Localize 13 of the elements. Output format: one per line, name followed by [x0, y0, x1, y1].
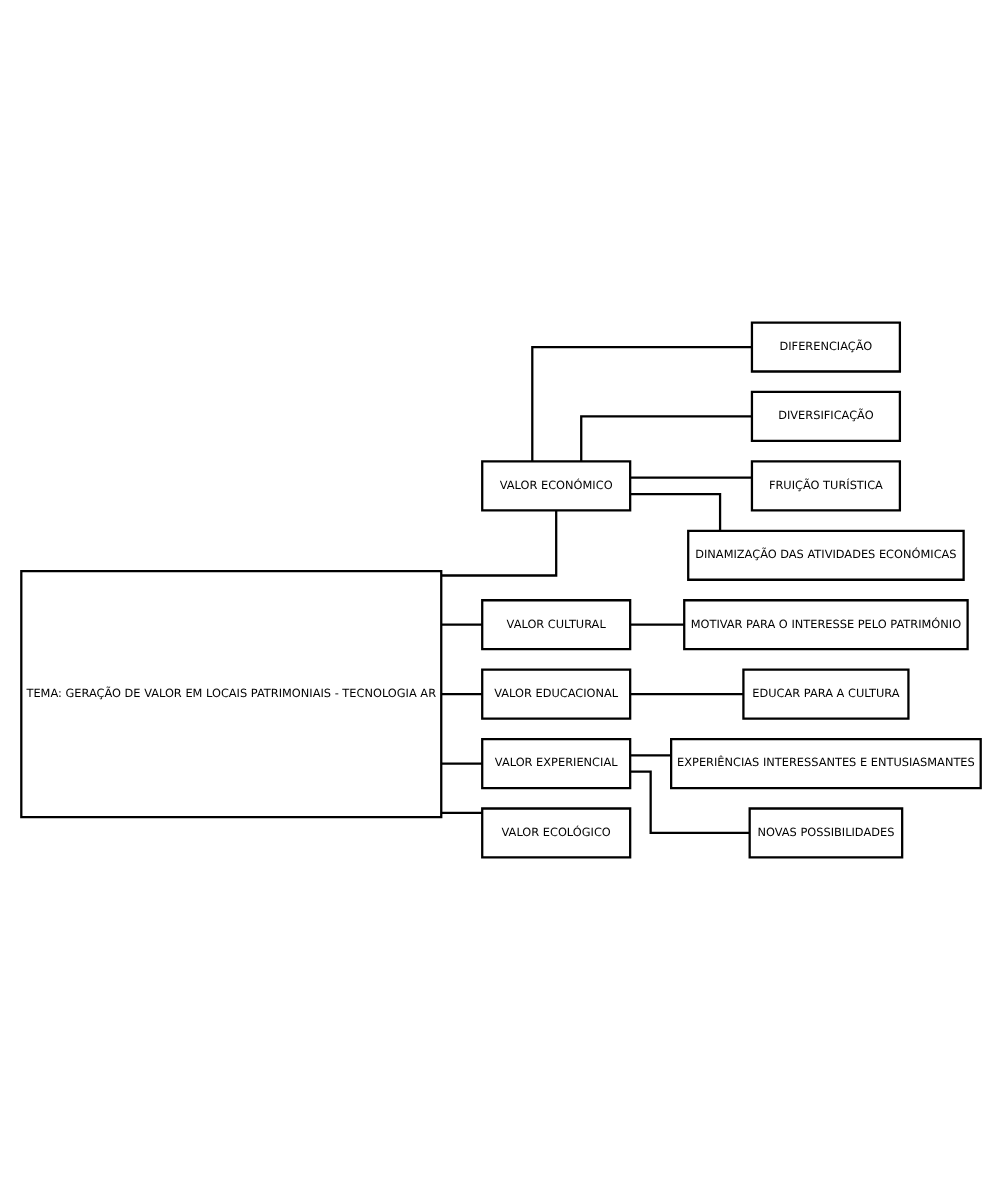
connector: [441, 622, 482, 625]
connector: [630, 753, 671, 756]
connector: [630, 622, 685, 625]
connector: [630, 769, 750, 834]
connector: [630, 692, 743, 695]
connector: [580, 414, 752, 461]
connector: [441, 761, 482, 764]
connector: [630, 475, 752, 478]
connector: [630, 491, 722, 530]
connector: [531, 344, 752, 461]
connector: [441, 810, 482, 813]
connector: [441, 509, 558, 576]
connector: [441, 692, 482, 695]
